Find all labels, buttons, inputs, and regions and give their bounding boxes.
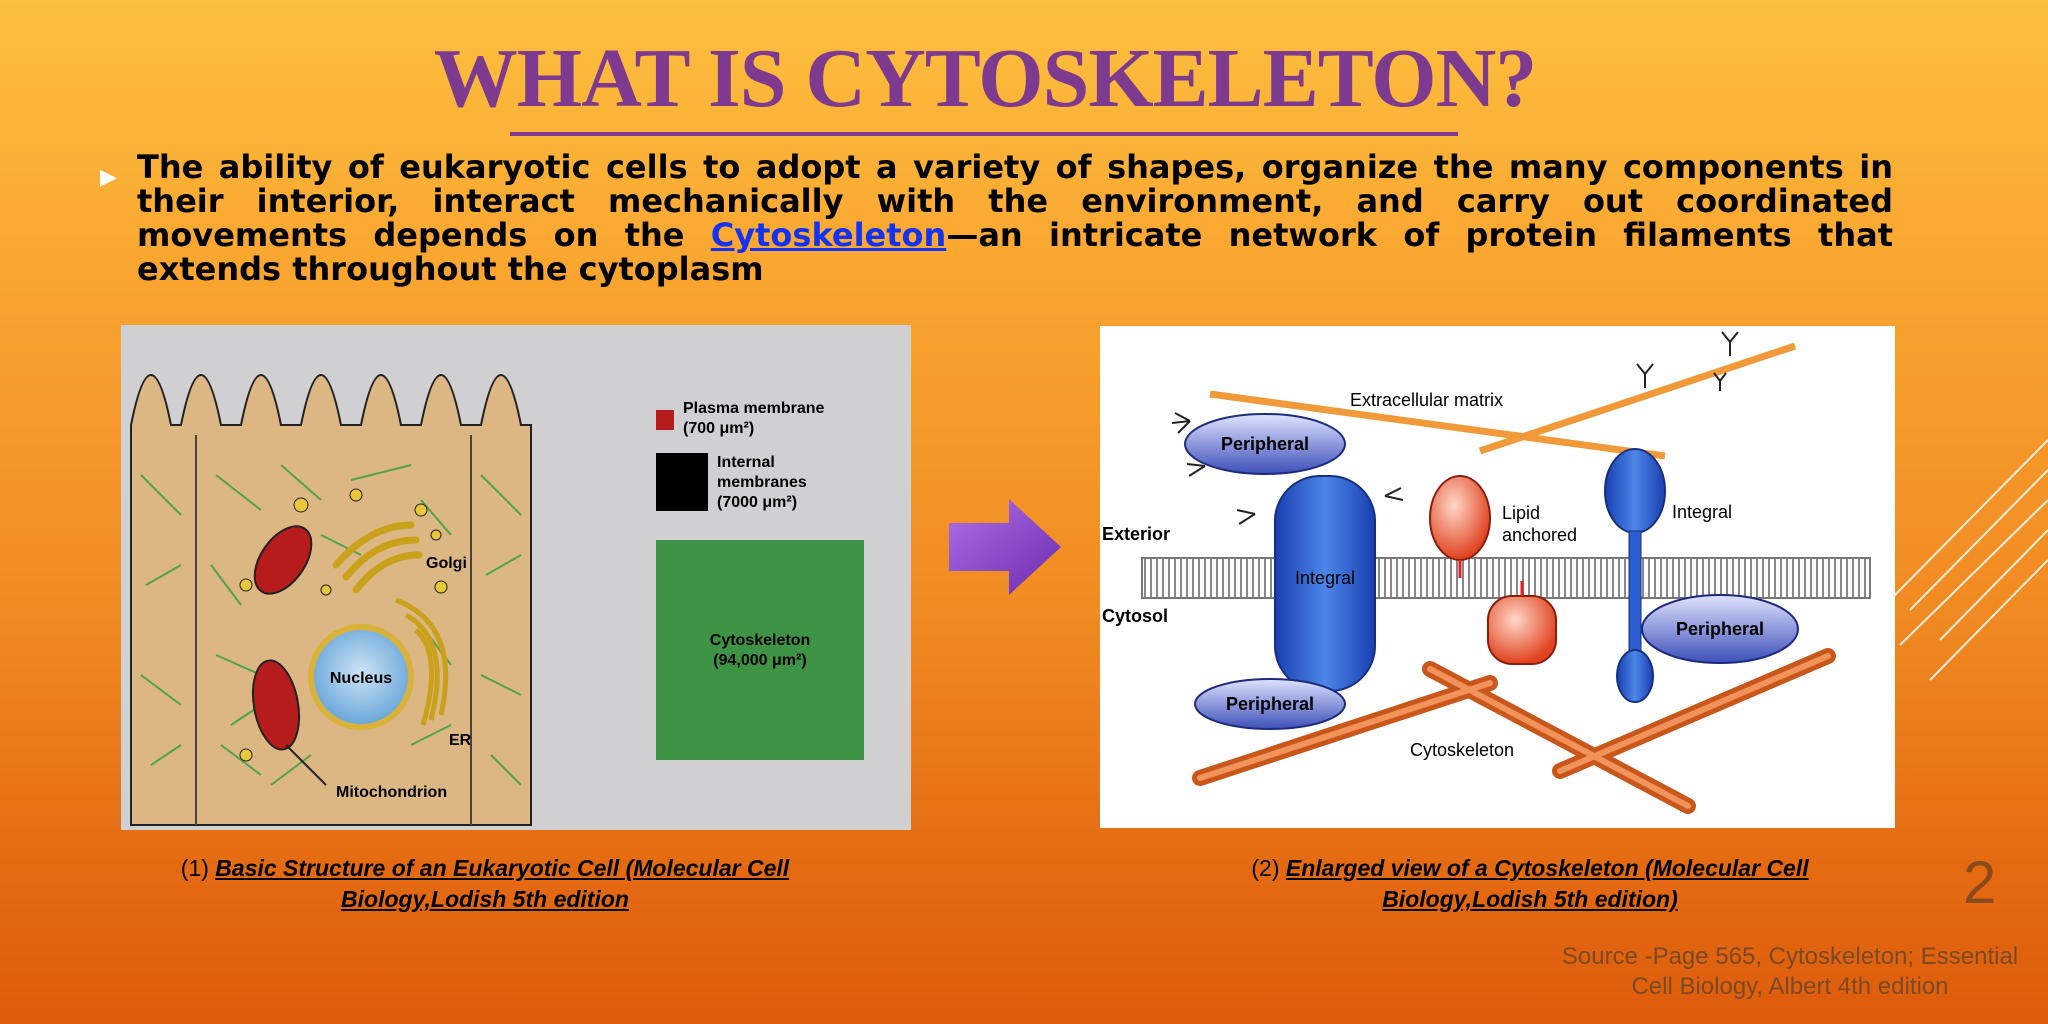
cytoskeleton-link[interactable]: Cytoskeleton (710, 216, 947, 254)
figure1-caption-line2: Biology,Lodish 5th edition (341, 886, 629, 912)
mitochondrion-upper (253, 525, 313, 595)
peripheral-bottom-label: Peripheral (1226, 694, 1314, 714)
peripheral-bottom (1194, 678, 1346, 730)
lipid-label-2: anchored (1502, 525, 1577, 545)
figure1-caption: (1) Basic Structure of an Eukaryotic Cel… (120, 853, 850, 915)
legend-internal-line3: (7000 μm²) (717, 494, 797, 511)
figure2-caption-num: (2) (1251, 855, 1286, 881)
peripheral-top-label: Peripheral (1221, 434, 1309, 454)
legend-cyto-line2: (94,000 μm²) (713, 652, 806, 669)
figure2-caption: (2) Enlarged view of a Cytoskeleton (Mol… (1180, 853, 1880, 915)
er-label: ER (449, 732, 472, 749)
cytoskeleton-label: Cytoskeleton (1410, 740, 1514, 760)
figure-eukaryotic-cell: Golgi Nucleus ER Mitochondrion Plasma me… (121, 325, 911, 830)
figure1-caption-line1: Basic Structure of an Eukaryotic Cell (M… (215, 855, 790, 881)
slide-number: 2 (1963, 849, 1997, 916)
exterior-label: Exterior (1102, 524, 1170, 544)
extracellular-label: Extracellular matrix (1350, 390, 1503, 410)
integral-right-label: Integral (1672, 502, 1732, 522)
legend-internal-line2: membranes (717, 474, 807, 491)
body-text-end: —an intricate network of protein filamen… (137, 216, 1894, 288)
slide-title: WHAT IS CYTOSKELETON? (433, 32, 1538, 125)
body-text-start: The ability of eukaryotic cells to adopt… (137, 148, 1893, 254)
title-underline (510, 132, 1458, 136)
cytosol-label: Cytosol (1102, 606, 1168, 626)
golgi-label: Golgi (426, 555, 467, 572)
figure2-caption-line1: Enlarged view of a Cytoskeleton (Molecul… (1285, 855, 1809, 881)
lipid-bilayer (1141, 557, 1871, 599)
figure2-caption-line2: Biology,Lodish 5th edition) (1382, 886, 1678, 912)
mitochondrion-label: Mitochondrion (336, 784, 447, 801)
legend-cyto-line1: Cytoskeleton (710, 632, 810, 649)
internal-membranes-swatch (656, 453, 708, 511)
nucleus-label: Nucleus (330, 670, 392, 687)
legend-internal-line1: Internal (717, 454, 775, 471)
mitochondrion-lower (251, 659, 301, 751)
legend-plasma-line2: (700 μm²) (683, 420, 754, 437)
body-paragraph: The ability of eukaryotic cells to adopt… (137, 150, 1893, 286)
source-line2: Cell Biology, Albert 4th edition (1631, 973, 1949, 1000)
decorative-lines (1889, 439, 2048, 681)
lipid-label-1: Lipid (1502, 503, 1540, 523)
right-arrow-icon (949, 499, 1061, 595)
figure-cytoskeleton-view: Extracellular matrix Integral Peripheral… (1100, 326, 1895, 828)
peripheral-right (1641, 594, 1799, 664)
figure1-caption-num: (1) (180, 855, 216, 881)
plasma-membrane-swatch (656, 410, 674, 430)
source-line1: Source -Page 565, Cytoskeleton; Essentia… (1561, 943, 2019, 970)
lipid-anchored-protein-top (1429, 475, 1491, 561)
legend-plasma-line1: Plasma membrane (683, 400, 825, 417)
nucleus (308, 624, 414, 730)
integral-left-label: Integral (1295, 568, 1355, 588)
bullet-triangle-icon: ▶ (100, 164, 117, 189)
integral-protein-right (1604, 448, 1666, 534)
peripheral-right-label: Peripheral (1676, 619, 1764, 639)
lipid-anchored-protein-bottom (1487, 595, 1557, 665)
source-citation: Source -Page 565, Cytoskeleton; Essentia… (1560, 942, 2020, 1002)
cytoskeleton-swatch (656, 540, 864, 760)
peripheral-top (1184, 413, 1346, 475)
